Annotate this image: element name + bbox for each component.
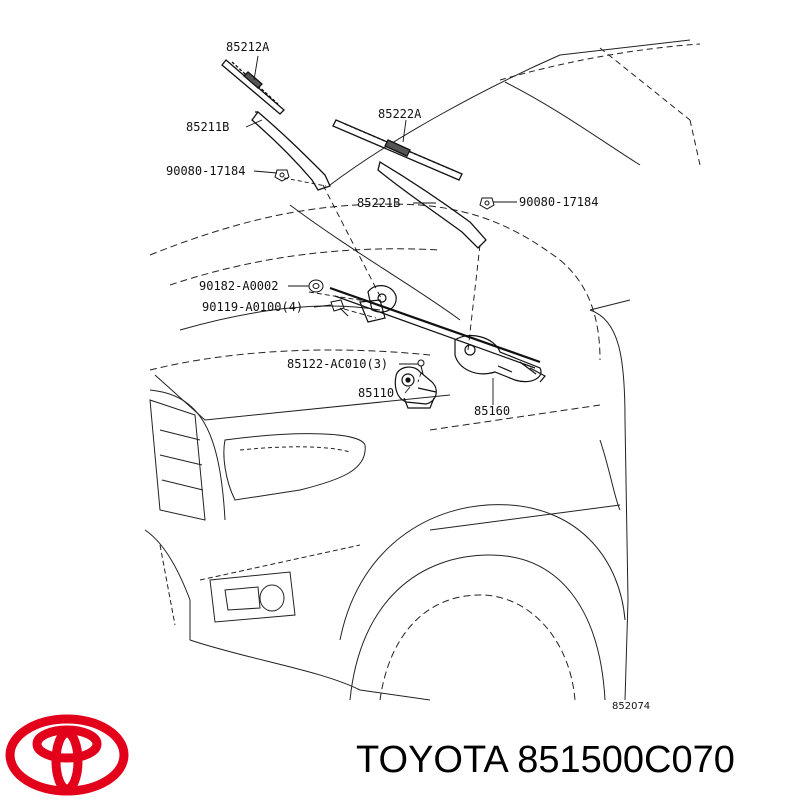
nut-right-icon bbox=[479, 197, 495, 210]
part-label-90080-17184-left: 90080-17184 bbox=[166, 164, 245, 178]
wiper-arm-rear-shape bbox=[377, 160, 487, 249]
wiper-arm-front-shape bbox=[251, 111, 331, 191]
toyota-logo-icon bbox=[5, 714, 129, 796]
wiper-blade-rear-shape bbox=[332, 119, 463, 181]
part-label-85160: 85160 bbox=[474, 404, 510, 418]
bolt-icon bbox=[330, 299, 349, 317]
part-label-85212A: 85212A bbox=[226, 40, 270, 54]
wiper-link-shape bbox=[329, 285, 546, 383]
nut-left-icon bbox=[274, 169, 290, 182]
screw-icon bbox=[417, 359, 425, 375]
cap-icon bbox=[308, 279, 324, 293]
part-label-85221B: 85221B bbox=[357, 196, 400, 210]
part-label-90182-A0002: 90182-A0002 bbox=[199, 279, 278, 293]
vehicle-outline bbox=[144, 39, 701, 701]
part-label-85211B: 85211B bbox=[186, 120, 229, 134]
part-label-85222A: 85222A bbox=[378, 107, 422, 121]
part-label-90119-A0100: 90119-A0100(4) bbox=[202, 300, 303, 314]
brand-part-number: TOYOTA 851500C070 bbox=[356, 730, 796, 790]
wiper-blade-front-shape bbox=[221, 59, 285, 115]
part-label-85122-AC010: 85122-AC010(3) bbox=[287, 357, 388, 371]
part-label-85110: 85110 bbox=[358, 386, 394, 400]
wiper-motor-shape bbox=[394, 366, 437, 409]
leader-lines bbox=[245, 55, 517, 405]
part-label-90080-17184-right: 90080-17184 bbox=[519, 195, 598, 209]
part-number: 851500C070 bbox=[517, 739, 735, 781]
diagram-ref-code: 852074 bbox=[612, 701, 650, 712]
brand-name: TOYOTA bbox=[356, 739, 507, 781]
